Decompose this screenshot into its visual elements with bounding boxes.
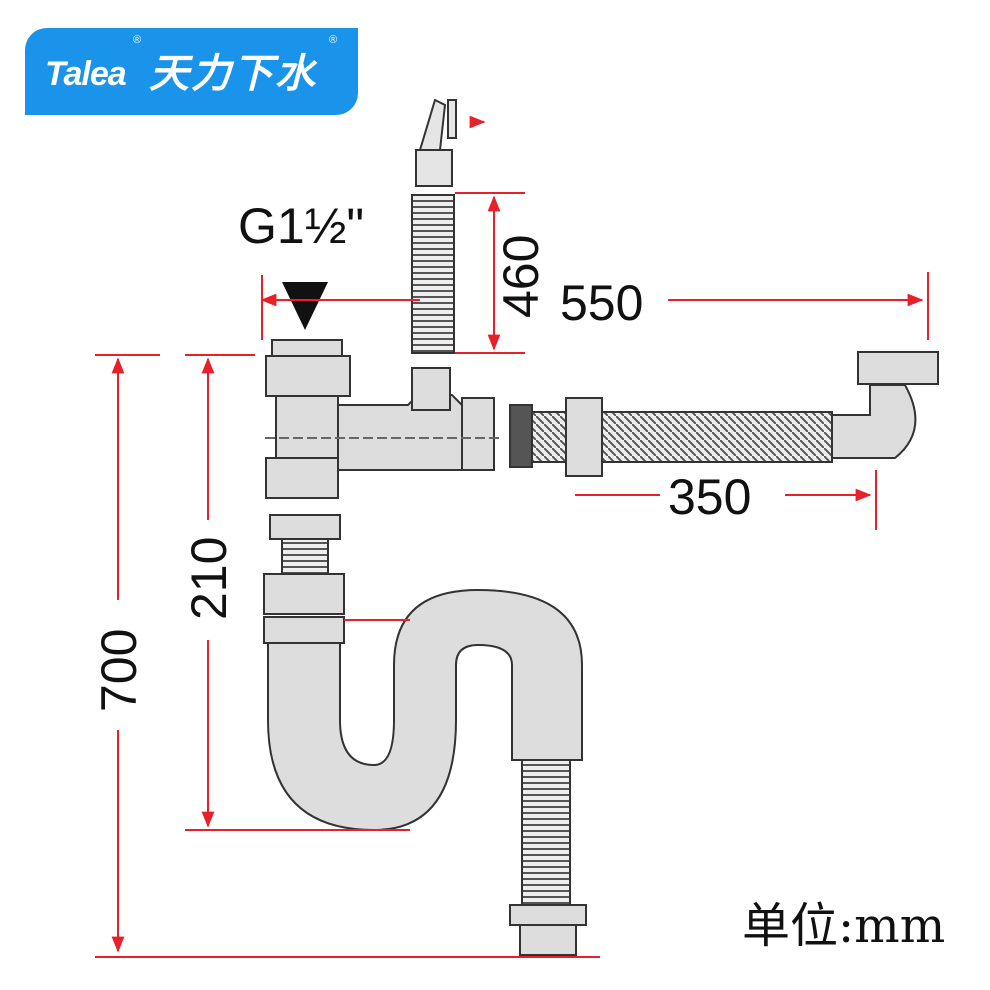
dimension-700: 700 <box>91 629 147 712</box>
overflow-hose <box>509 351 939 477</box>
thread-size-label: G1½" <box>238 198 364 254</box>
tee-fitting <box>265 339 500 499</box>
dimension-350: 350 <box>668 469 751 525</box>
s-trap <box>263 514 587 956</box>
overflow-fitting <box>411 98 486 354</box>
brand-logo: Talea 天力下水 ® ® <box>25 28 358 115</box>
logo-brand: Talea <box>45 55 127 93</box>
dimension-550: 550 <box>560 275 643 331</box>
inlet-triangle-icon <box>282 282 328 330</box>
dimension-210: 210 <box>181 537 237 620</box>
logo-name-cn: 天力下水 <box>149 52 317 96</box>
logo-reg-2: ® <box>329 34 338 46</box>
unit-label: 单位:mm <box>742 898 945 954</box>
dimension-460: 460 <box>493 235 549 318</box>
logo-reg-1: ® <box>133 34 142 46</box>
dimension-lines <box>95 192 929 958</box>
